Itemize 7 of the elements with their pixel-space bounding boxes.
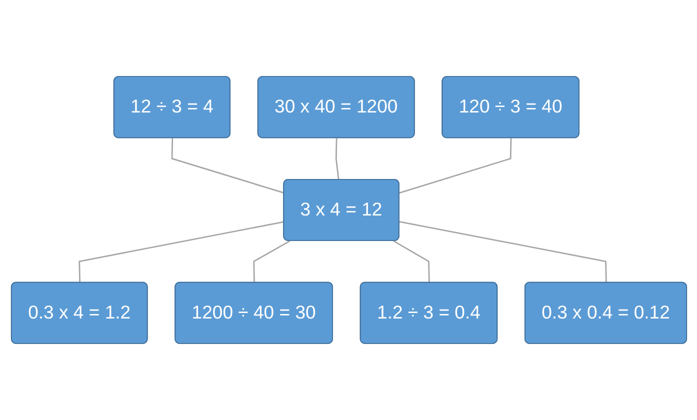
connector [392, 240, 430, 283]
connector [398, 221, 606, 283]
connector [398, 138, 512, 194]
connector [78, 221, 284, 283]
connector [334, 138, 339, 180]
connector [170, 138, 284, 194]
connector [252, 240, 290, 283]
